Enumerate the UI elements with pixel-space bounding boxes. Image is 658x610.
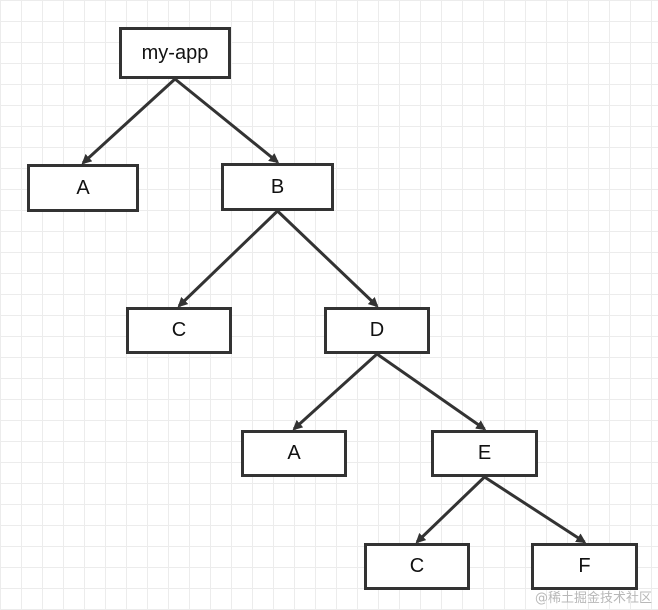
- node-my-app: my-app: [119, 27, 231, 79]
- edge-root-to-b: [174, 77, 280, 164]
- node-e: E: [431, 430, 538, 477]
- edge-d-to-e: [376, 352, 487, 431]
- node-a-second: A: [241, 430, 347, 477]
- node-f: F: [531, 543, 638, 590]
- edge-d-to-a2: [292, 352, 379, 431]
- edge-e-to-c2: [415, 475, 486, 544]
- node-a: A: [27, 164, 139, 212]
- node-c: C: [126, 307, 232, 354]
- edge-b-to-c1: [177, 209, 279, 308]
- node-c-second: C: [364, 543, 470, 590]
- watermark-text: @稀土掘金技术社区: [534, 591, 652, 606]
- edge-b-to-d: [276, 209, 379, 308]
- node-d: D: [324, 307, 430, 354]
- node-b: B: [221, 163, 334, 211]
- edge-root-to-a1: [81, 77, 177, 165]
- edge-e-to-f: [483, 475, 587, 544]
